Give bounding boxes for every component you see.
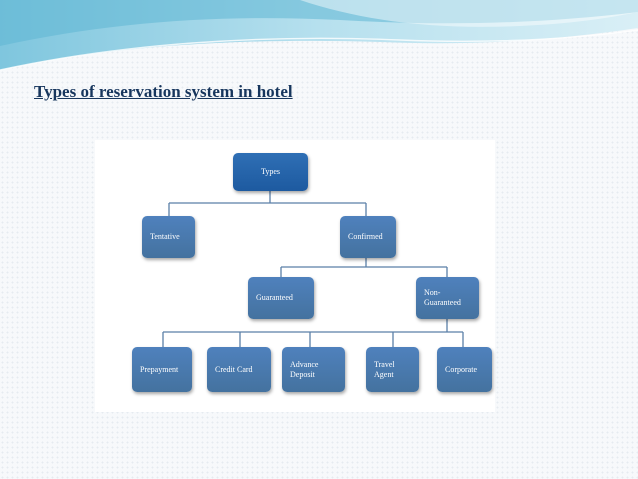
org-chart: Types Tentative Confirmed Guaranteed Non…	[95, 140, 495, 412]
node-tentative: Tentative	[142, 216, 195, 258]
node-advance-deposit: Advance Deposit	[282, 347, 345, 392]
node-prepayment: Prepayment	[132, 347, 192, 392]
node-corporate: Corporate	[437, 347, 492, 392]
node-non-guaranteed: Non- Guaranteed	[416, 277, 479, 319]
connector-lines	[162, 191, 464, 347]
node-travel-agent: Travel Agent	[366, 347, 419, 392]
wave-banner	[0, 0, 638, 71]
node-guaranteed: Guaranteed	[248, 277, 314, 319]
node-credit-card: Credit Card	[207, 347, 271, 392]
slide-title: Types of reservation system in hotel	[34, 82, 293, 101]
node-types: Types	[233, 153, 308, 191]
node-confirmed: Confirmed	[340, 216, 396, 258]
